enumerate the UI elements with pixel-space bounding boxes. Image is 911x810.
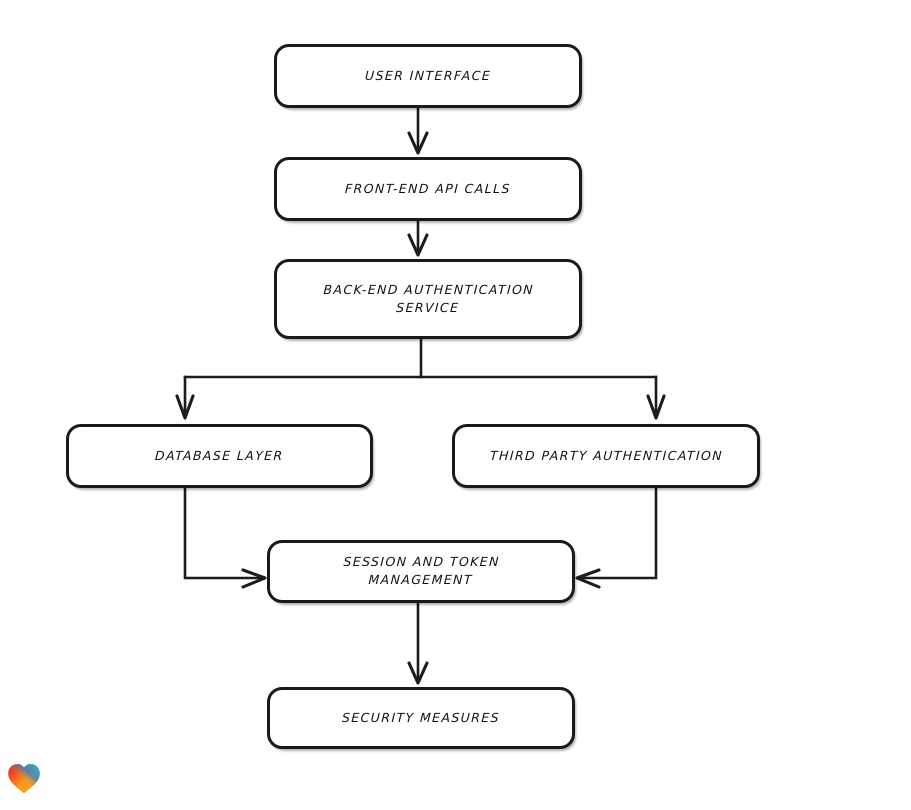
node-database-layer[interactable]: Database Layer xyxy=(66,424,373,488)
edge-ui-to-frontend xyxy=(407,106,429,155)
edge-frontend-to-backend xyxy=(407,219,429,257)
node-user-interface[interactable]: User Interface xyxy=(274,44,582,108)
edge-session-to-security xyxy=(407,601,429,685)
node-label: Third Party Authentication xyxy=(489,447,723,463)
node-label: Database Layer xyxy=(154,447,285,463)
edge-thirdparty-to-session xyxy=(575,486,658,589)
node-label: Security Measures xyxy=(341,709,501,725)
node-session-and-token-management[interactable]: Session and Token Management xyxy=(267,540,575,603)
edge-backend-to-database xyxy=(175,375,195,420)
edge-backend-to-thirdparty xyxy=(646,375,666,420)
heart-icon xyxy=(8,764,40,794)
edge-backend-split-bus xyxy=(183,337,658,379)
node-third-party-authentication[interactable]: Third Party Authentication xyxy=(452,424,760,488)
node-label: Session and Token Management xyxy=(342,554,501,588)
node-back-end-authentication-service[interactable]: Back-End Authentication Service xyxy=(274,259,582,339)
node-security-measures[interactable]: Security Measures xyxy=(267,687,575,749)
node-label: Front-End API Calls xyxy=(344,180,512,196)
node-front-end-api-calls[interactable]: Front-End API Calls xyxy=(274,157,582,221)
node-label: User Interface xyxy=(364,67,492,83)
node-label: Back-End Authentication Service xyxy=(322,281,535,315)
edge-database-to-session xyxy=(183,486,267,589)
